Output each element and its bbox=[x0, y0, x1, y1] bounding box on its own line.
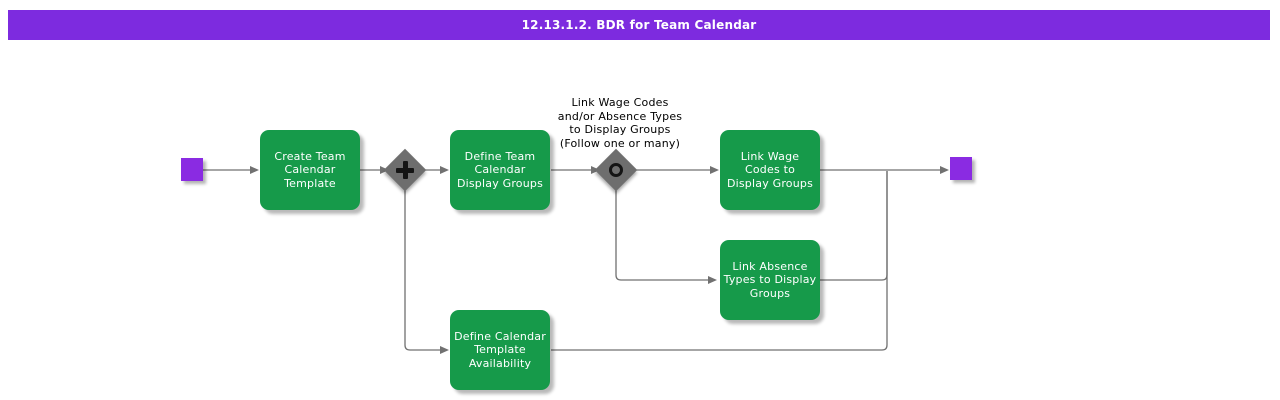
activity-label-line: Codes to bbox=[744, 163, 796, 177]
connector-parallel-gateway-to-template-availability bbox=[404, 186, 440, 351]
activity-link-wage-codes-to-display-groups: Link Wage Codes to Display Groups bbox=[720, 130, 820, 210]
activity-define-calendar-template-availability: Define Calendar Template Availability bbox=[450, 310, 550, 390]
connector-link-absence-types-to-merge bbox=[820, 171, 888, 281]
activity-label-line: Calendar bbox=[474, 163, 526, 177]
activity-label-line: Link Absence bbox=[732, 259, 808, 273]
activity-label-line: Availability bbox=[468, 356, 532, 370]
annotation-line: (Follow one or many) bbox=[559, 136, 681, 150]
circle-icon bbox=[606, 160, 626, 180]
plus-icon bbox=[395, 160, 415, 180]
diagram-title: 12.13.1.2. BDR for Team Calendar bbox=[521, 18, 757, 32]
arrowhead bbox=[250, 166, 259, 174]
activity-label-line: Types to Display bbox=[723, 273, 817, 287]
diagram-title-bar: 12.13.1.2. BDR for Team Calendar bbox=[8, 10, 1270, 40]
annotation-line: Link Wage Codes bbox=[571, 96, 669, 109]
end-node bbox=[950, 157, 972, 180]
arrowhead bbox=[440, 346, 449, 354]
start-node bbox=[181, 158, 203, 181]
connector-inclusive-gateway-to-link-absence-types bbox=[615, 186, 708, 281]
annotation-line: and/or Absence Types bbox=[557, 109, 683, 123]
activity-label-line: Display Groups bbox=[726, 176, 814, 190]
activity-label-line: Calendar bbox=[284, 163, 336, 177]
activity-link-absence-types-to-display-groups: Link Absence Types to Display Groups bbox=[720, 240, 820, 320]
connector-template-availability-to-merge bbox=[551, 171, 888, 351]
activity-label-line: Template bbox=[284, 176, 336, 190]
arrowhead bbox=[708, 276, 717, 284]
activity-label-line: Create Team bbox=[274, 149, 346, 163]
activity-label-line: Display Groups bbox=[456, 176, 544, 190]
activity-label-line: Template bbox=[474, 343, 526, 357]
activity-create-team-calendar-template: Create Team Calendar Template bbox=[260, 130, 360, 210]
activity-label-line: Define Team bbox=[464, 149, 536, 163]
gateway-annotation: Link Wage Codes and/or Absence Types to … bbox=[540, 96, 700, 150]
arrowhead bbox=[440, 166, 449, 174]
activity-define-team-calendar-display-groups: Define Team Calendar Display Groups bbox=[450, 130, 550, 210]
activity-label-line: Link Wage bbox=[740, 149, 800, 163]
activity-label-line: Groups bbox=[749, 286, 791, 300]
arrowhead bbox=[710, 166, 719, 174]
arrowhead bbox=[940, 166, 949, 174]
annotation-line: to Display Groups bbox=[569, 123, 671, 136]
activity-label-line: Define Calendar bbox=[454, 329, 546, 343]
